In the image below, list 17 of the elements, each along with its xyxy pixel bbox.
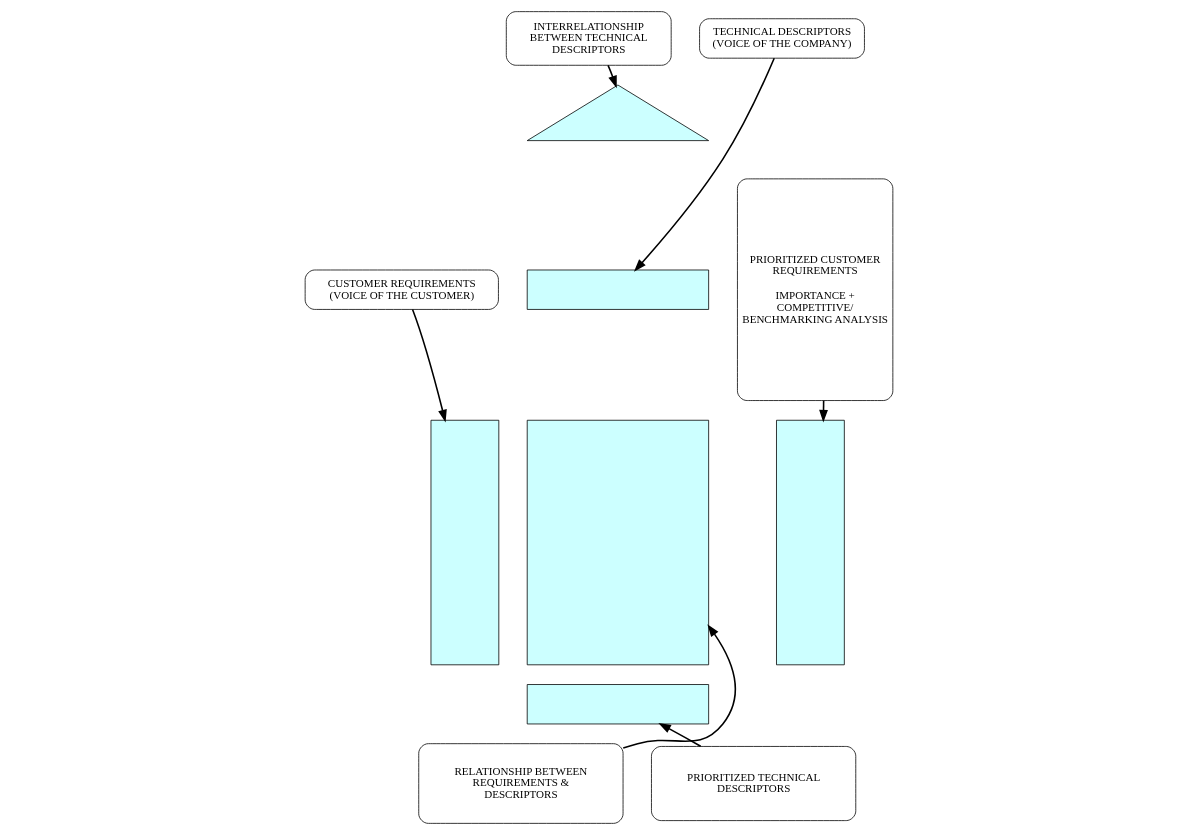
arrow	[633, 57, 775, 272]
arrow	[658, 722, 702, 748]
node-box	[430, 419, 500, 666]
node-box	[776, 419, 845, 666]
node-box	[526, 684, 710, 725]
node-box: PRIORITIZED CUSTOMER REQUIREMENTS IMPORTANCE + COMPETITIVE/ BENCHMARKING ANALYSIS	[737, 178, 894, 401]
node-box: PRIORITIZED TECHNICAL DESCRIPTORS	[651, 746, 857, 821]
node-box: TECHNICAL DESCRIPTORS (VOICE OF THE COMPANY)	[699, 18, 865, 59]
node-triangle	[526, 84, 710, 141]
arrow	[622, 624, 737, 749]
node-box: INTERRELATIONSHIP BETWEEN TECHNICAL DESCRIPTORS	[505, 11, 672, 66]
node-box	[526, 419, 710, 666]
node-box: CUSTOMER REQUIREMENTS (VOICE OF THE CUSTOMER)	[304, 269, 499, 310]
arrow	[607, 64, 617, 89]
node-box: RELATIONSHIP BETWEEN REQUIREMENTS & DESCRIPTORS	[418, 743, 624, 824]
arrow	[411, 308, 447, 423]
node-box	[526, 269, 710, 310]
